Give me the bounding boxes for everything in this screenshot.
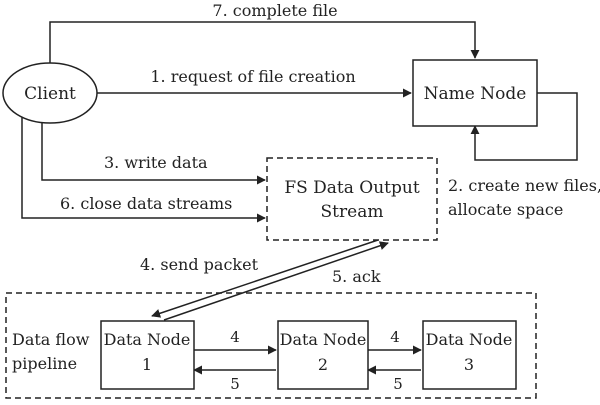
data-node-2-box [277,320,369,390]
edge-create-files [470,92,578,161]
edge-complete-file [49,21,480,70]
write-data-label: 3. write data [104,153,208,172]
name-node-box [412,59,538,127]
data-node-2-label-line1: Data Node [280,330,367,349]
dn3-dn2-back-label: 5 [393,375,403,393]
data-node-3-box [422,320,517,390]
pipeline-label-line1: Data flow [12,330,90,349]
request-creation-label: 1. request of file creation [150,67,355,86]
edge-send-packet [151,239,379,318]
send-packet-label: 4. send packet [140,255,259,274]
data-node-1-label-line2: 1 [142,355,152,374]
client-node [2,62,98,124]
pipeline-label-line2: pipeline [12,354,77,373]
edge-close-streams [21,102,266,223]
data-node-1-label-line1: Data Node [104,330,191,349]
create-files-label-line1: 2. create new files, [448,176,600,195]
client-label: Client [24,84,76,104]
edge-ack [163,241,389,321]
name-node-label: Name Node [424,84,527,104]
dn1-dn2-forward-label: 4 [230,328,240,346]
complete-file-label: 7. complete file [212,1,337,20]
dn2-dn1-back-label: 5 [230,375,240,393]
create-files-label-line2: allocate space [448,200,563,219]
data-node-1-box [100,320,195,390]
data-node-3-label-line1: Data Node [426,330,513,349]
dn2-dn3-forward-label: 4 [390,328,400,346]
data-node-2-label-line2: 2 [318,355,328,374]
edge-write-data [41,120,266,185]
fs-stream-label-line1: FS Data Output [284,178,420,198]
data-node-3-label-line2: 3 [464,355,474,374]
fs-stream-box [266,157,438,241]
close-streams-label: 6. close data streams [60,194,232,213]
pipeline-frame [5,292,537,399]
ack-label: 5. ack [332,267,381,286]
fs-stream-label-line2: Stream [321,202,384,222]
